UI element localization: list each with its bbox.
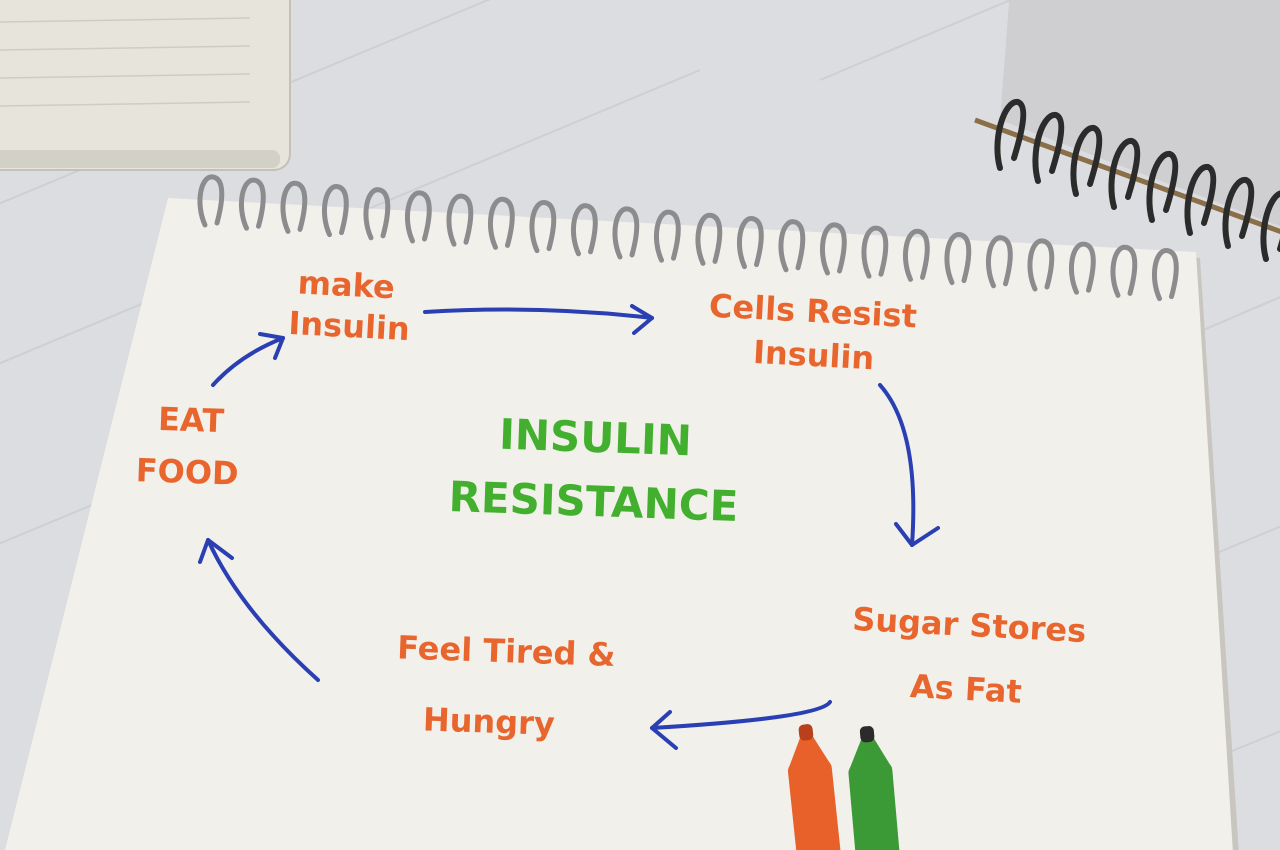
arrow-make-to-cells bbox=[423, 304, 654, 335]
green-marker-tip bbox=[859, 726, 875, 743]
cycle-arrows bbox=[198, 304, 940, 750]
step-sugar-stores-line-2: As Fat bbox=[909, 667, 1023, 711]
spiral-ring bbox=[280, 180, 308, 234]
spiral-ring bbox=[197, 174, 225, 228]
notebook-ring bbox=[1070, 125, 1103, 197]
orange-marker-nib-cone bbox=[787, 735, 832, 771]
step-cells-resist-insulin: Cells Resist Insulin bbox=[708, 287, 918, 378]
spiral-ring bbox=[985, 235, 1013, 289]
title-line-1: INSULIN bbox=[498, 410, 692, 466]
spiral-ring bbox=[238, 177, 266, 231]
notebook-ring bbox=[1222, 177, 1255, 249]
notepad-cover bbox=[0, 0, 291, 171]
green-marker bbox=[848, 726, 901, 850]
spiral-ring bbox=[404, 190, 432, 244]
step-eat-food: EAT FOOD bbox=[135, 400, 239, 493]
spiral-ring bbox=[487, 196, 515, 250]
cycle-title: INSULIN RESISTANCE bbox=[448, 410, 739, 531]
spiral-ring bbox=[861, 225, 889, 279]
spiral-ring bbox=[1068, 241, 1096, 295]
spiral-ring bbox=[612, 206, 640, 260]
spiral-ring bbox=[446, 193, 474, 247]
spiral-ring bbox=[1151, 248, 1179, 302]
step-eat-food-line-2: FOOD bbox=[135, 451, 239, 493]
spiral-ring bbox=[321, 184, 349, 238]
notebook-ring bbox=[1146, 151, 1179, 223]
spiral-ring bbox=[1027, 238, 1055, 292]
spiral-ring bbox=[944, 232, 972, 286]
step-cells-resist-line-2: Insulin bbox=[752, 333, 875, 377]
arrow-cells-to-sugar bbox=[878, 383, 940, 547]
step-make-insulin-line-2: Insulin bbox=[288, 304, 411, 348]
spiral-ring bbox=[736, 216, 764, 270]
spiral-ring bbox=[778, 219, 806, 273]
spiral-ring bbox=[695, 212, 723, 266]
step-make-insulin-line-1: make bbox=[297, 263, 396, 306]
spiral-ring bbox=[529, 200, 557, 254]
orange-marker bbox=[787, 724, 842, 850]
arrow-tired-to-eat bbox=[198, 538, 320, 682]
green-marker-nib-cone bbox=[848, 737, 893, 772]
orange-marker-tip bbox=[798, 724, 814, 741]
step-feel-tired-hungry: Feel Tired & Hungry bbox=[397, 628, 617, 743]
notepad-edge bbox=[0, 150, 280, 168]
notebook-rings bbox=[994, 99, 1280, 262]
notebook-ring bbox=[1108, 138, 1141, 210]
step-feel-tired-line-1: Feel Tired & bbox=[397, 628, 617, 674]
spiral-ring bbox=[902, 228, 930, 282]
notebook-spiral-wire bbox=[197, 174, 1179, 302]
notebook-top-right bbox=[974, 0, 1280, 262]
spiral-ring bbox=[1110, 244, 1138, 298]
step-eat-food-line-1: EAT bbox=[157, 400, 224, 440]
spiral-ring bbox=[363, 187, 391, 241]
notepad-lines bbox=[0, 17, 251, 107]
notebook-page bbox=[5, 198, 1233, 850]
arrow-sugar-to-tired bbox=[650, 700, 832, 750]
spiral-ring bbox=[819, 222, 847, 276]
notebook-ring bbox=[1184, 164, 1217, 236]
green-marker-body bbox=[848, 761, 901, 850]
notebook-ring bbox=[1260, 190, 1280, 262]
arrow-eat-to-make bbox=[211, 332, 285, 387]
notebook-ring bbox=[1032, 112, 1065, 184]
orange-marker-body bbox=[787, 758, 842, 850]
spiral-ring bbox=[570, 203, 598, 257]
step-feel-tired-line-2: Hungry bbox=[422, 700, 555, 743]
title-line-2: RESISTANCE bbox=[448, 472, 739, 531]
notepad-top-left bbox=[0, 0, 291, 171]
spiral-ring bbox=[653, 209, 681, 263]
notebook-ring bbox=[994, 99, 1027, 171]
spiral-notebook bbox=[5, 174, 1239, 850]
markers bbox=[787, 724, 901, 850]
step-make-insulin: make Insulin bbox=[288, 263, 411, 348]
